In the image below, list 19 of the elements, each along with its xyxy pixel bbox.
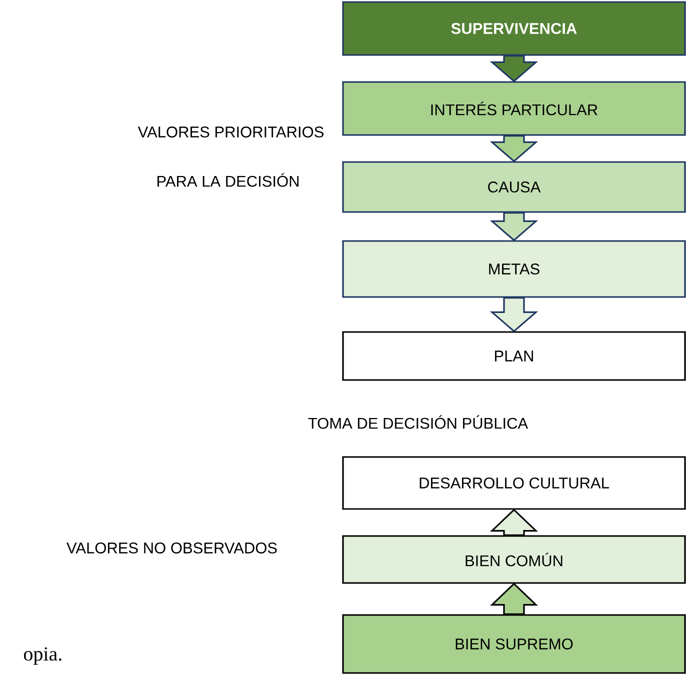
label-text: opia. bbox=[24, 647, 62, 665]
block-arrow bbox=[490, 582, 538, 615]
block-arrow bbox=[490, 55, 538, 82]
label-text: VALORES PRIORITARIOS bbox=[138, 126, 324, 138]
block-arrow bbox=[490, 297, 538, 332]
process-box: BIEN SUPREMO bbox=[342, 614, 686, 674]
process-box: DESARROLLO CULTURAL bbox=[342, 456, 686, 510]
label-text: VALORES NO OBSERVADOS bbox=[66, 542, 277, 554]
block-arrow bbox=[490, 508, 538, 536]
block-arrow bbox=[490, 212, 538, 242]
process-box: METAS bbox=[342, 240, 686, 298]
process-box: BIEN COMÚN bbox=[342, 535, 686, 584]
process-box: PLAN bbox=[342, 331, 686, 381]
process-box: INTERÉS PARTICULAR bbox=[342, 81, 686, 136]
process-box: CAUSA bbox=[342, 161, 686, 213]
label-text: TOMA DE DECISIÓN PÚBLICA bbox=[308, 415, 528, 429]
block-arrow bbox=[490, 135, 538, 162]
process-box: SUPERVIVENCIA bbox=[342, 1, 686, 56]
label-text: PARA LA DECISIÓN bbox=[158, 173, 298, 187]
